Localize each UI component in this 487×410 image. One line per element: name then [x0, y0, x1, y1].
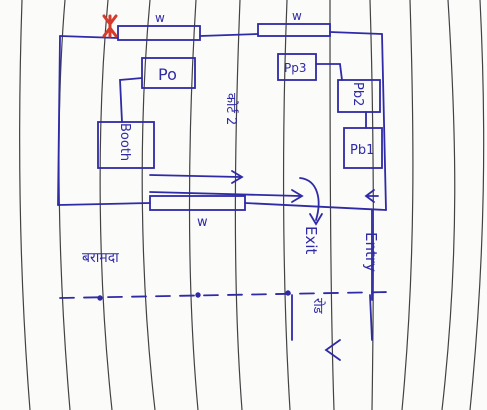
building-top-wall-right	[329, 31, 383, 35]
flow-line-upper	[149, 174, 241, 178]
dash-dot-3	[285, 290, 291, 296]
paper-rulings	[19, 0, 485, 410]
entry-arrowhead	[364, 189, 375, 203]
corridor-label: कोर्ट 2	[223, 93, 239, 125]
window-top-left-label: w	[155, 11, 165, 25]
building-right-wall	[381, 33, 387, 211]
connector-po-booth	[119, 77, 143, 123]
box-pp1	[343, 127, 383, 169]
window-top-left	[117, 25, 201, 41]
building-top-wall	[59, 35, 119, 39]
red-marker	[102, 14, 118, 38]
road-label: रोड	[310, 298, 326, 315]
dash-dot-1	[97, 295, 103, 301]
window-bottom	[149, 195, 246, 211]
window-bottom-label: w	[197, 215, 208, 230]
entry-label: Entry	[362, 232, 380, 272]
building-bottom-wall	[57, 202, 387, 211]
flow-curve-exit	[299, 177, 320, 221]
box-pp2-label: Pb2	[350, 82, 365, 106]
veranda-dashed-line	[59, 291, 391, 299]
booth-label: Booth	[117, 123, 132, 161]
building-top-wall-mid	[199, 33, 259, 37]
bottom-right-vertical	[369, 294, 373, 341]
box-booth	[97, 121, 155, 169]
flow-arrowhead-upper	[231, 170, 244, 184]
bottom-arrow	[324, 339, 341, 361]
box-po-label: Po	[158, 65, 177, 84]
exit-label: Exit	[302, 226, 320, 255]
building-left-wall	[57, 35, 61, 206]
box-pp1-label: Pb1	[350, 143, 374, 158]
diagram-ink	[57, 23, 391, 361]
flow-line-lower	[149, 191, 301, 197]
box-pp3	[277, 53, 317, 81]
box-po	[141, 57, 196, 89]
flow-arrowhead-lower	[291, 189, 304, 203]
window-top-right-label: w	[292, 9, 302, 23]
flow-arrowhead-exit	[309, 213, 323, 226]
box-pp3-label: Pp3	[284, 61, 307, 75]
connector-pp3	[315, 63, 343, 81]
dash-dot-2	[195, 292, 201, 298]
box-pp2	[337, 79, 381, 113]
window-top-right	[257, 23, 331, 37]
veranda-label: बरामदा	[82, 250, 119, 266]
